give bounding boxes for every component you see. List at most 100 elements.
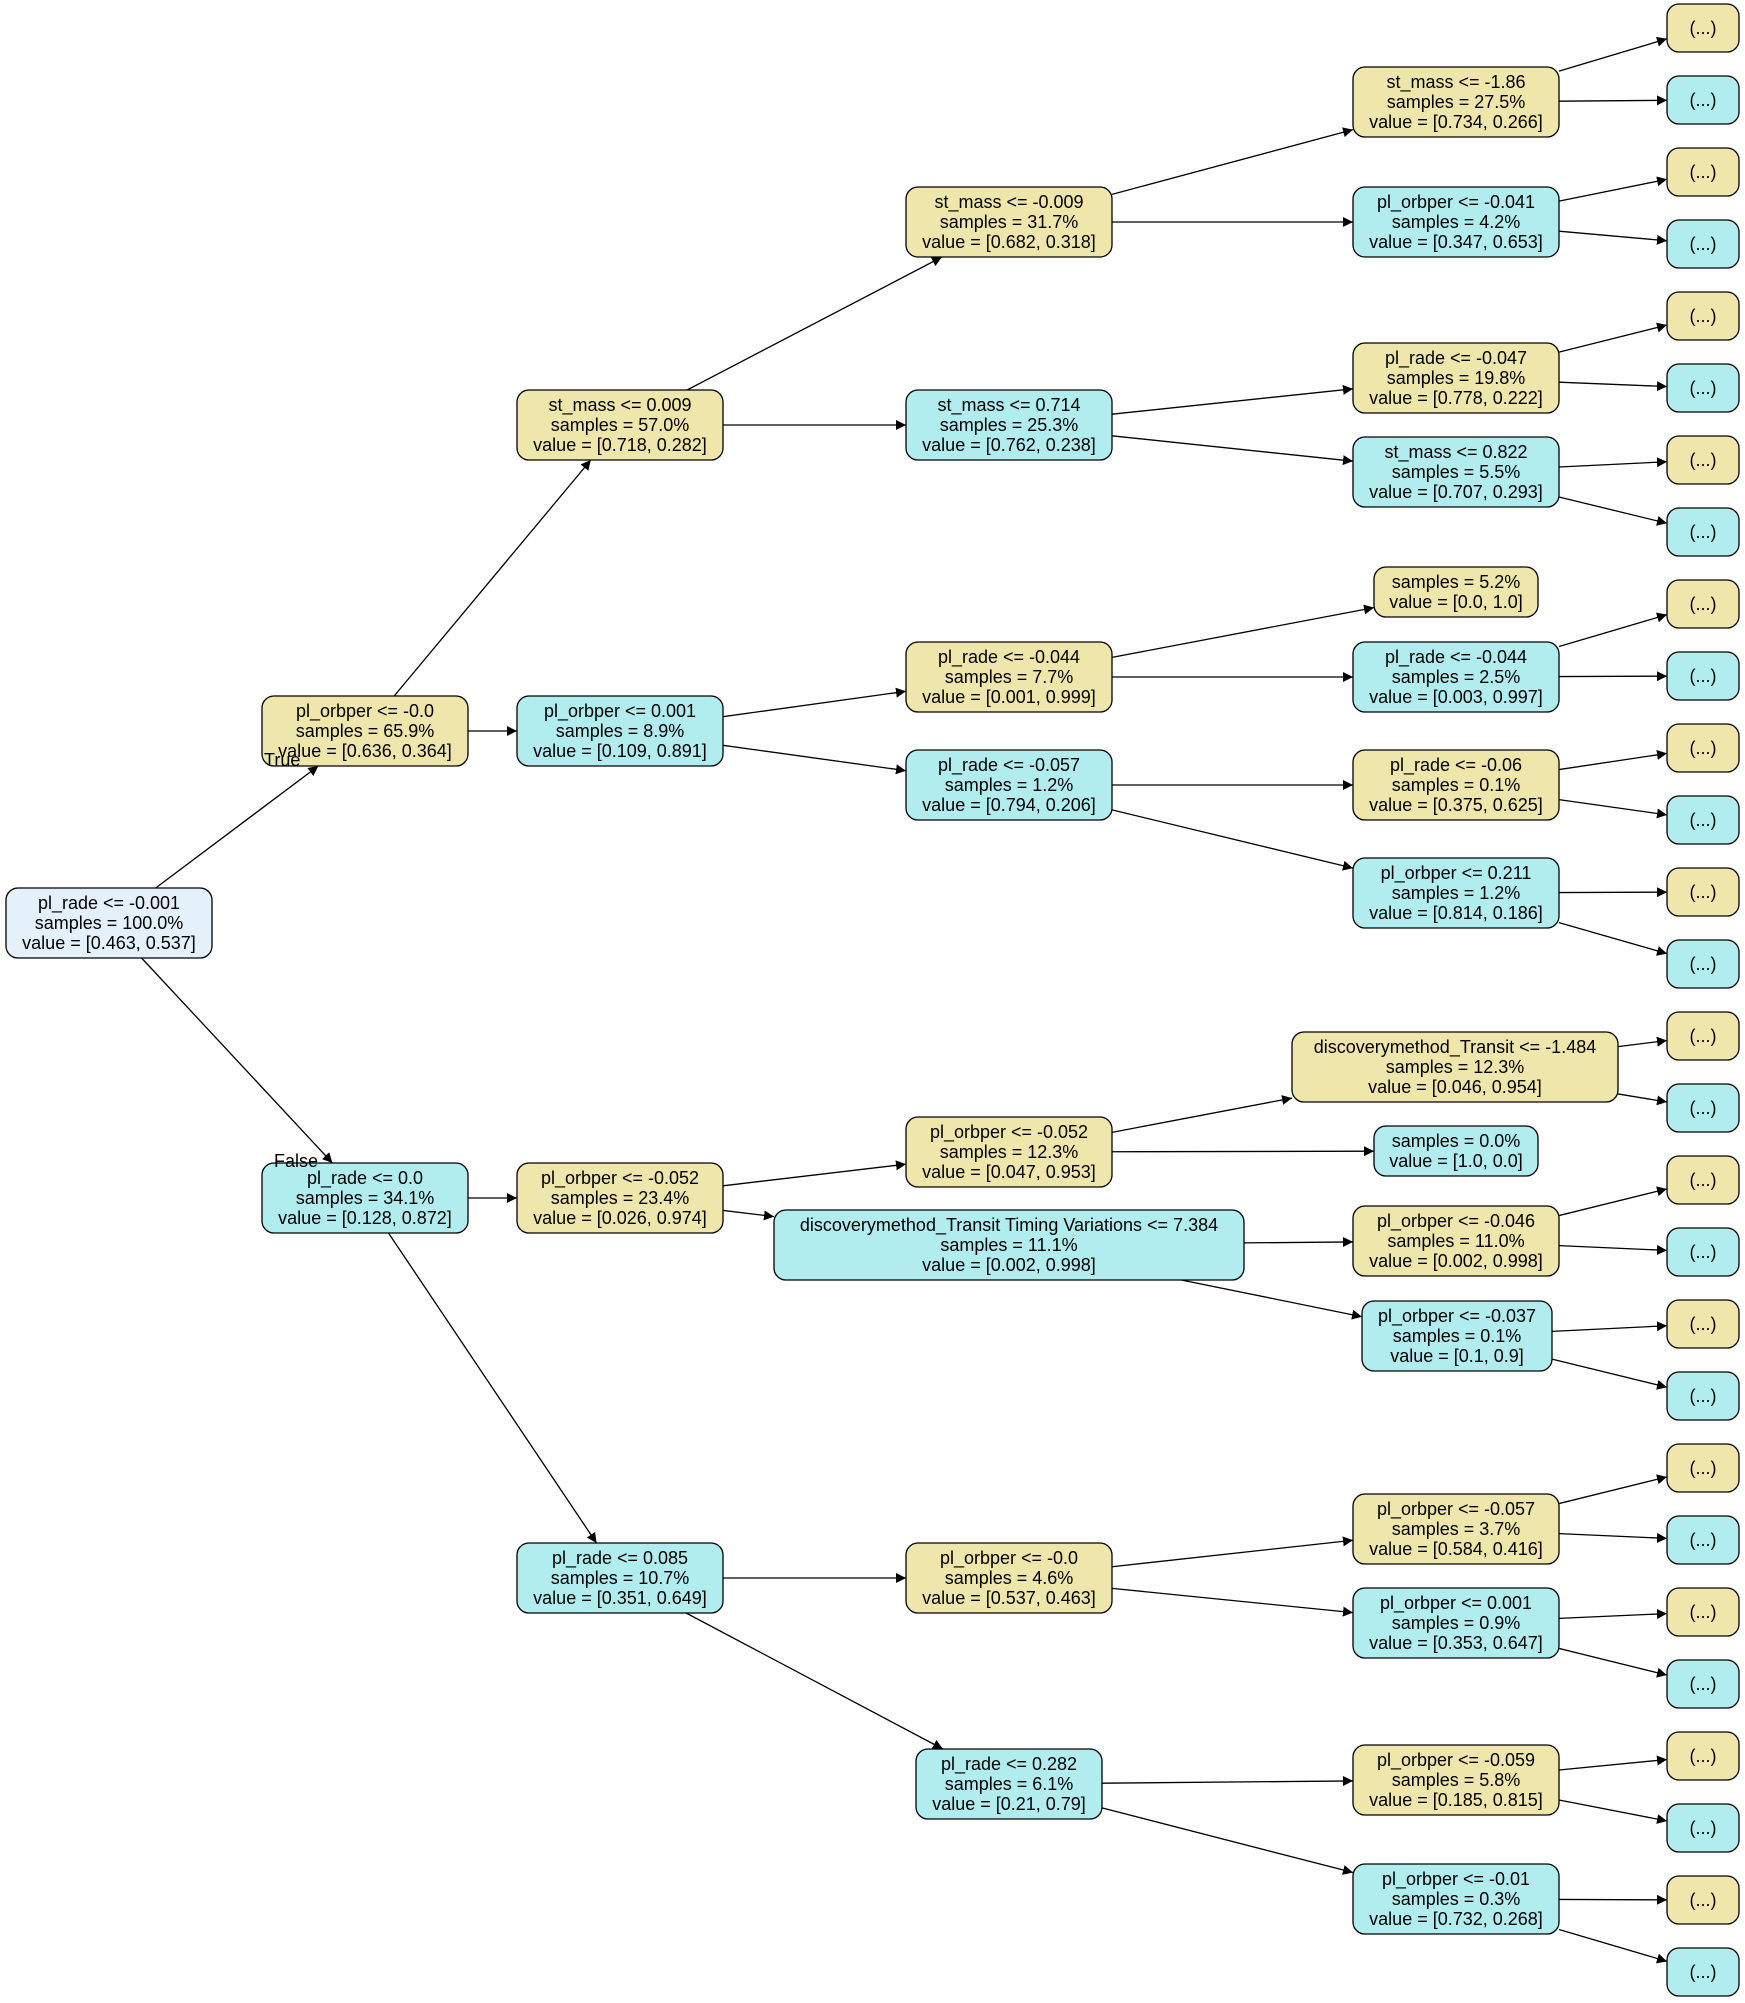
tree-truncated-leaf: (...) (1666, 579, 1740, 629)
node-text-line: pl_orbper <= -0.052 (930, 1122, 1088, 1143)
node-text-line: value = [0.1, 0.9] (1390, 1346, 1524, 1366)
tree-truncated-leaf: (...) (1666, 1803, 1740, 1853)
node-text-line: st_mass <= -0.009 (934, 192, 1083, 213)
tree-node: samples = 0.0%value = [1.0, 0.0] (1373, 1125, 1539, 1177)
node-box (1352, 1493, 1560, 1565)
tree-edge-arrow (1558, 36, 1668, 72)
node-text-line: pl_rade <= -0.057 (938, 755, 1080, 776)
node-text-line: pl_rade <= -0.044 (1385, 647, 1527, 668)
tree-edge-arrow (722, 1160, 907, 1187)
node-text-line: samples = 3.7% (1392, 1519, 1521, 1539)
tree-edge-arrow (1551, 1358, 1668, 1390)
tree-edge-arrow (1558, 1474, 1668, 1505)
tree-edge-arrow (1558, 1186, 1668, 1217)
edges-layer (141, 36, 1668, 1964)
node-text-line: value = [0.732, 0.268] (1369, 1909, 1543, 1929)
node-text-line: value = [0.734, 0.266] (1369, 112, 1543, 132)
node-text-line: samples = 0.3% (1392, 1889, 1521, 1909)
tree-edge-arrow (1558, 1647, 1668, 1678)
tree-truncated-leaf: (...) (1666, 1947, 1740, 1997)
tree-edge-arrow (1111, 1587, 1354, 1617)
tree-truncated-leaf: (...) (1666, 363, 1740, 413)
node-text-line: (...) (1690, 1314, 1717, 1334)
node-text-line: (...) (1690, 810, 1717, 830)
tree-truncated-leaf: (...) (1666, 1443, 1740, 1493)
tree-edge-arrow (1558, 230, 1668, 245)
node-text-line: value = [0.353, 0.647] (1369, 1633, 1543, 1653)
node-box (1666, 75, 1740, 125)
node-text-line: (...) (1690, 234, 1717, 254)
tree-edge-arrow (1558, 921, 1668, 956)
node-text-line: pl_orbper <= 0.211 (1381, 863, 1532, 884)
node-box (1352, 186, 1560, 258)
node-text-line: st_mass <= 0.822 (1384, 442, 1527, 463)
node-text-line: (...) (1690, 450, 1717, 470)
node-text-line: samples = 27.5% (1387, 92, 1526, 112)
node-text-line: (...) (1690, 882, 1717, 902)
node-box (1666, 1587, 1740, 1637)
node-text-line: samples = 5.2% (1392, 572, 1521, 592)
node-text-line: value = [0.707, 0.293] (1369, 482, 1543, 502)
tree-edge-arrow (1558, 95, 1668, 106)
node-box (516, 695, 724, 767)
node-box (905, 389, 1113, 461)
node-text-line: (...) (1690, 954, 1717, 974)
node-text-line: value = [0.778, 0.222] (1369, 388, 1543, 408)
tree-edge-arrow (1558, 496, 1668, 526)
node-text-line: value = [0.0, 1.0] (1389, 592, 1523, 612)
tree-edge-arrow (1101, 1807, 1354, 1875)
node-box (1352, 1587, 1560, 1659)
node-box (1352, 342, 1560, 414)
tree-edge-arrow (393, 459, 592, 697)
node-text-line: samples = 5.8% (1392, 1770, 1521, 1790)
node-text-line: value = [0.002, 0.998] (1369, 1251, 1543, 1271)
node-text-line: (...) (1690, 1818, 1717, 1838)
node-text-line: samples = 11.0% (1387, 1231, 1524, 1251)
node-box (1352, 1744, 1560, 1816)
node-text-line: (...) (1690, 1674, 1717, 1694)
node-text-line: pl_rade <= -0.047 (1385, 348, 1527, 369)
node-box (1666, 723, 1740, 773)
tree-edge-arrow (1551, 1321, 1668, 1333)
node-box (905, 1116, 1113, 1188)
node-text-line: value = [0.001, 0.999] (922, 687, 1096, 707)
tree-edge-arrow (1111, 809, 1354, 871)
tree-edge-arrow (1558, 749, 1668, 771)
tree-edge-arrow (1558, 1609, 1668, 1620)
node-text-line: samples = 4.6% (945, 1568, 1074, 1588)
node-text-line: pl_rade <= 0.085 (552, 1548, 688, 1569)
node-text-line: value = [1.0, 0.0] (1389, 1151, 1523, 1171)
node-text-line: pl_orbper <= -0.0 (940, 1548, 1078, 1569)
node-text-line: (...) (1690, 306, 1717, 326)
tree-edge-arrow (155, 765, 319, 889)
node-text-line: samples = 34.1% (296, 1188, 435, 1208)
tree-truncated-leaf: (...) (1666, 291, 1740, 341)
node-box (1352, 1863, 1560, 1935)
node-text-line: samples = 25.3% (940, 415, 1079, 435)
tree-truncated-leaf: (...) (1666, 435, 1740, 485)
tree-truncated-leaf: (...) (1666, 1227, 1740, 1277)
node-text-line: pl_orbper <= -0.01 (1382, 1869, 1530, 1890)
tree-edge-arrow (1617, 1093, 1668, 1106)
node-text-line: samples = 1.2% (945, 775, 1074, 795)
node-box (1666, 579, 1740, 629)
node-text-line: samples = 4.2% (1392, 212, 1521, 232)
node-box (1666, 363, 1740, 413)
tree-edge-arrow (1558, 1532, 1668, 1543)
node-box (1373, 566, 1539, 618)
node-text-line: (...) (1690, 1386, 1717, 1406)
tree-edge-arrow (1101, 1776, 1354, 1787)
tree-edge-arrow (1558, 1799, 1668, 1825)
node-box (905, 749, 1113, 821)
tree-edge-arrow (387, 1232, 598, 1544)
node-box (516, 389, 724, 461)
